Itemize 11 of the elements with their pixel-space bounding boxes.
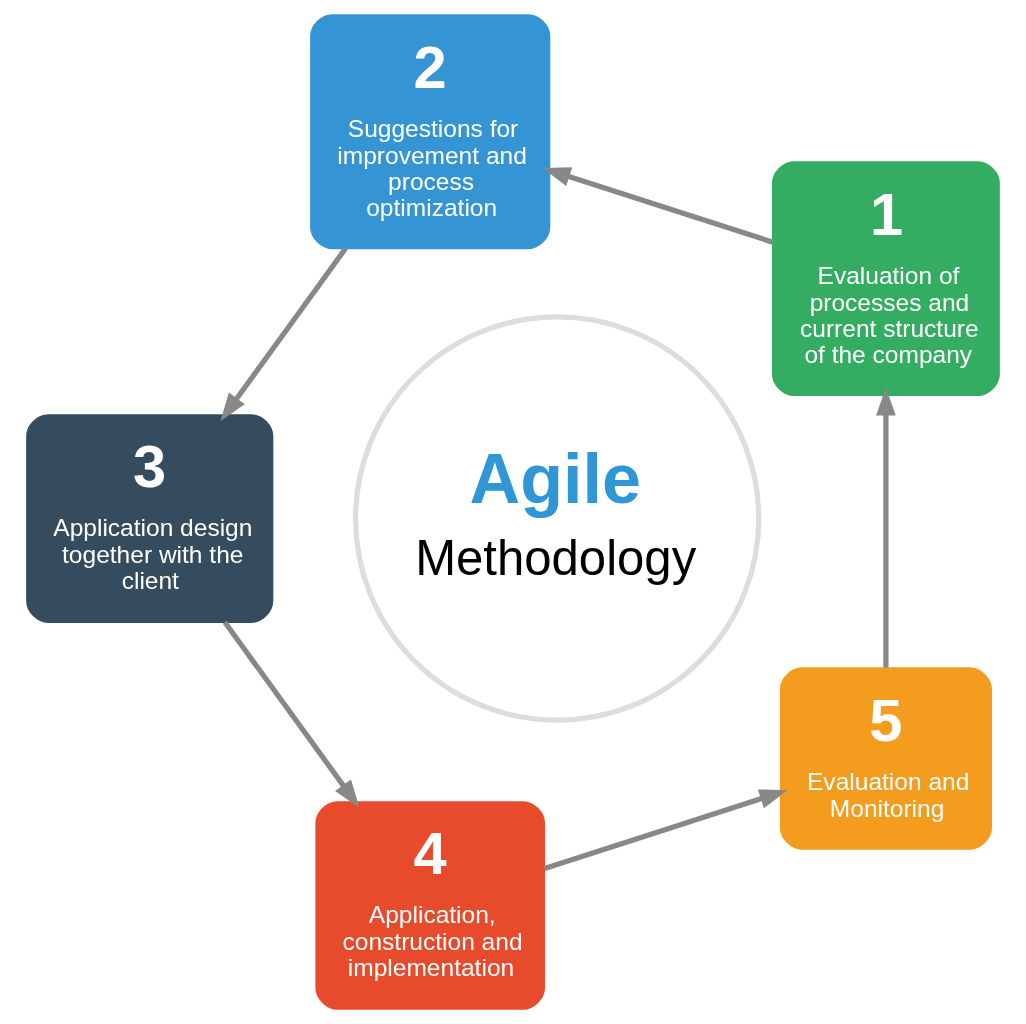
arrow bbox=[542, 167, 774, 245]
arrow bbox=[876, 387, 896, 668]
arrow bbox=[220, 246, 348, 422]
arrow bbox=[543, 789, 788, 872]
node-box: 2 Suggestions for improvement and process optimization bbox=[310, 14, 551, 250]
node-circle: Agile Methodology bbox=[352, 314, 762, 723]
arrow bbox=[222, 620, 360, 808]
node-box: 4 Application, construction and implementation bbox=[315, 801, 546, 1010]
node-box: 3 Application design together with the client bbox=[26, 414, 274, 623]
node-box: 5 Evaluation and Monitoring bbox=[779, 667, 992, 850]
node-box: 1 Evaluation of processes and current structure of the company bbox=[771, 161, 1000, 397]
